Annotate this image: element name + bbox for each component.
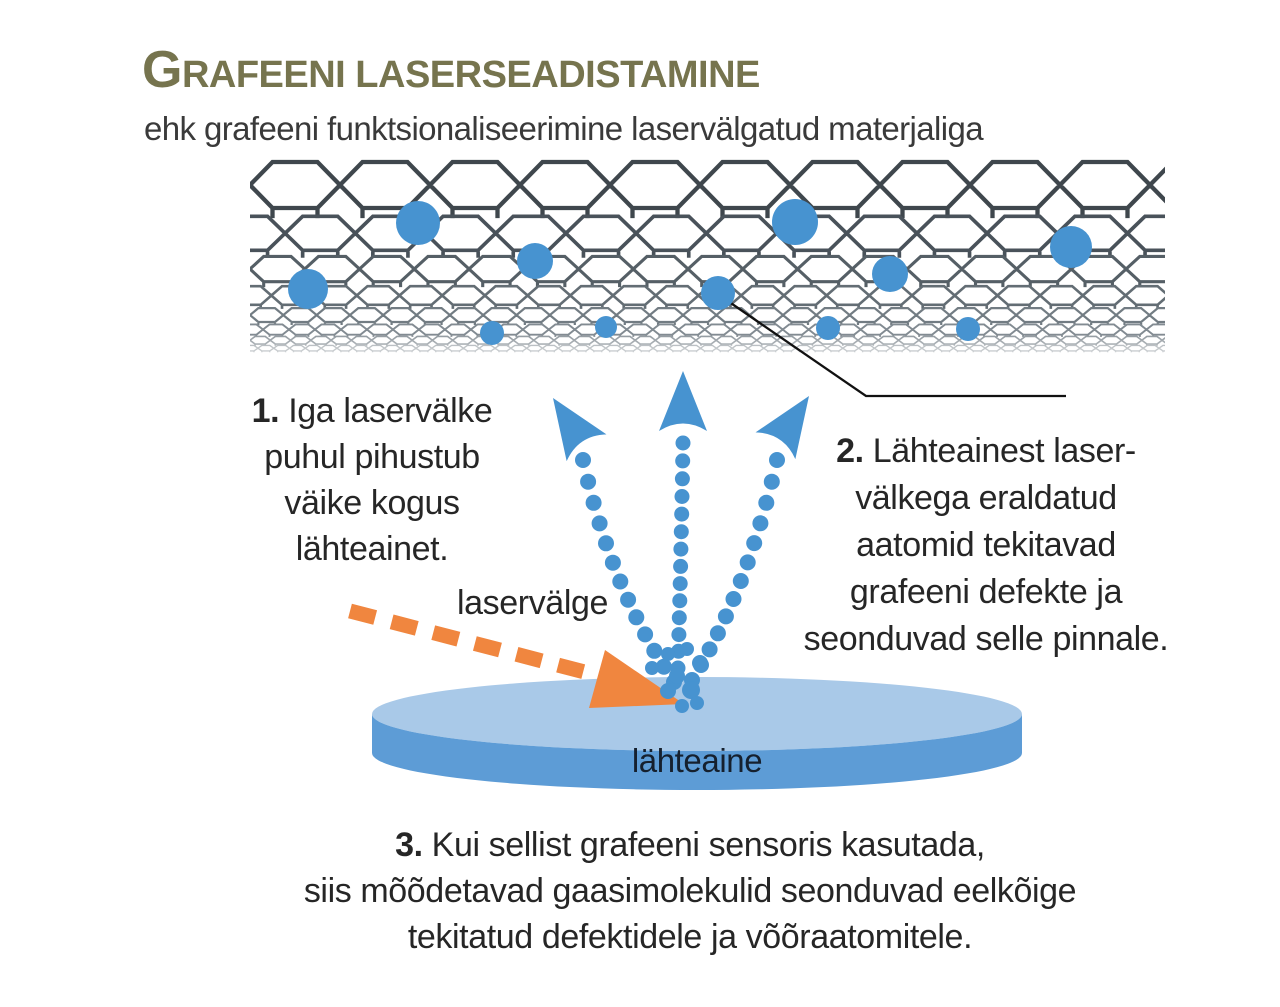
disk-side-surface [372,714,1022,790]
adatom-dots [288,199,1092,345]
step-1-number: 1. [251,392,280,430]
trail-dot [598,535,614,552]
adatom-dot [956,317,980,341]
source-material-label: lähteaine [631,742,763,779]
trail-dot [604,554,621,571]
laser-dashed-shaft [348,603,602,684]
trail-dot [671,627,687,643]
adatom-dot [772,199,818,245]
ejection-arrowhead-center-icon [659,371,707,431]
trail-dot [646,642,663,659]
trail-dot [709,625,726,642]
page-title: GRAFEENI LASERSEADISTAMINE [142,44,760,101]
trail-dot [673,558,689,574]
impact-dot [675,699,689,713]
trail-dot [701,641,718,658]
trail-dot [739,554,756,571]
ejection-arrowhead-left-icon [553,398,607,462]
trail-dot [620,591,637,608]
step-3-number: 3. [395,826,423,864]
trail-dot [655,658,672,675]
impact-dot [680,642,694,656]
impact-dot [669,668,685,684]
trail-dot [637,626,654,643]
caption-step-3: 3. Kui sellist grafeeni sensoris kasutad… [250,822,1130,960]
source-material-disk [372,677,1022,790]
disk-top-surface [372,677,1022,751]
adatom-dot [701,276,735,310]
trail-dot [673,524,689,540]
trail-dot [717,608,734,625]
impact-dot [645,661,659,675]
trail-dot [758,494,775,511]
page-subtitle: ehk grafeeni funktsionaliseerimine laser… [144,110,984,147]
lattice-fade-overlay [250,335,1165,369]
trail-dot [674,489,690,504]
impact-dot [690,696,704,710]
ejection-arrowhead-right-icon [755,396,809,460]
lattice-row [250,284,1165,309]
trail-dot [674,471,690,487]
trail-dot [672,593,688,609]
trail-dot [763,473,780,490]
impact-spray-dots [645,642,708,713]
adatom-dot [816,316,840,340]
graphene-lattice [250,158,1165,369]
adatom-dot [872,256,908,292]
title-initial: G [142,41,182,99]
title-rest: RAFEENI LASERSEADISTAMINE [181,54,760,96]
impact-dot [682,681,700,699]
trail-dot [673,541,689,557]
trail-dot [675,435,691,451]
step-3-text: Kui sellist grafeeni sensoris kasutada,s… [303,826,1077,956]
trail-dot [725,591,742,607]
trail-dot [769,452,785,468]
trail-dot [674,506,690,522]
adatom-pointer-line [721,296,1066,398]
trail-dot [672,576,688,592]
trail-dot [671,610,687,626]
impact-dot [660,683,676,699]
trail-dot [612,573,629,590]
ejection-arrowheads [553,371,809,462]
adatom-dot [517,243,553,279]
ejection-dotted-trails [575,435,785,690]
trail-dot [732,573,749,589]
laser-pulse-label: laservälge [457,584,608,622]
adatom-dot [288,269,328,309]
trail-dot [591,515,608,532]
impact-dot [661,647,675,661]
trail-dot [575,452,591,468]
trail-dot [580,473,597,490]
laser-pulse-arrow [348,603,684,708]
trail-dot [675,453,691,469]
impact-dot [692,655,708,671]
trail-dot [585,494,602,511]
trail-dot [752,515,769,532]
laser-arrowhead-icon [589,650,684,708]
adatom-dot [595,316,617,338]
step-2-number: 2. [836,432,864,470]
adatom-dot [1050,226,1092,268]
adatom-dot [480,321,504,345]
trail-dot [628,609,645,626]
trail-dot [746,535,763,552]
adatom-dot [396,201,440,245]
